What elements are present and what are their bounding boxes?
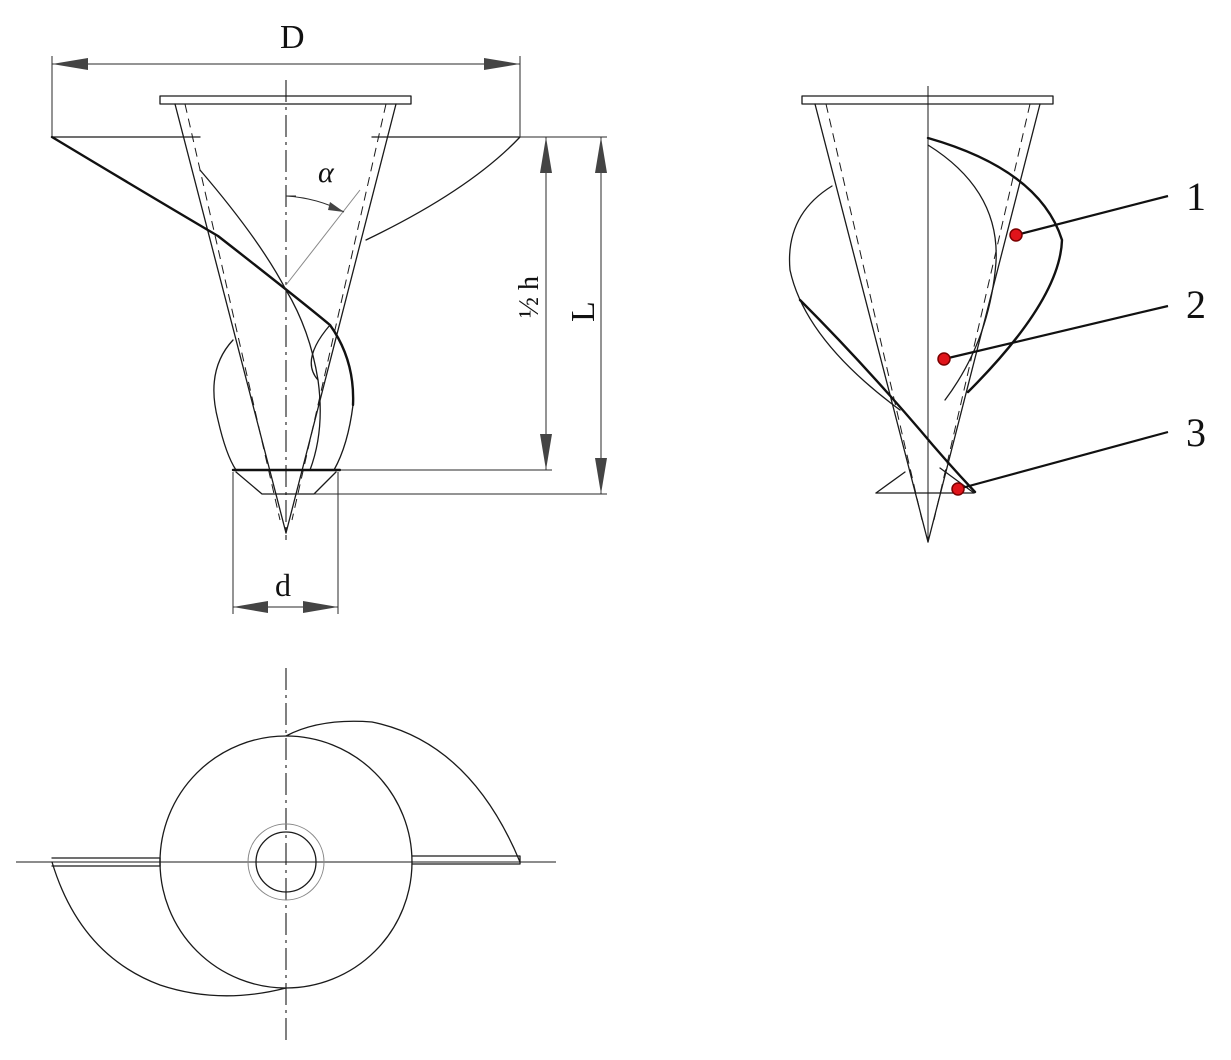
callout-1-label: 1 — [1186, 174, 1206, 219]
half-h-label: ½ h — [514, 276, 545, 318]
front-helix-cross — [309, 324, 331, 471]
d-arrow-right — [303, 601, 338, 613]
side-cone-hidden-left — [825, 103, 923, 521]
side-view: 1 2 3 — [788, 86, 1206, 543]
front-cone-hidden-right — [291, 103, 387, 521]
callout-3-leader — [957, 430, 1169, 491]
front-cone-right — [285, 103, 397, 534]
callout-2-marker[interactable] — [937, 352, 951, 366]
callout-3-label: 3 — [1186, 410, 1206, 455]
L-arrow-top — [595, 137, 607, 173]
callout-1-leader — [1015, 194, 1169, 237]
top-spiral-upper — [285, 720, 521, 863]
h-arrow-top — [540, 137, 552, 173]
top-spiral-lower — [51, 861, 287, 997]
L-label: L — [565, 301, 602, 322]
side-helix-right-inner — [927, 144, 997, 401]
top-hub-outer — [247, 823, 325, 901]
front-bottom-bevel — [235, 471, 337, 495]
top-hub-circle — [255, 831, 317, 893]
front-view: D d α L ½ h — [50, 19, 607, 614]
front-helix-bulge-left — [213, 339, 237, 471]
side-cone-left — [814, 103, 929, 543]
D-arrow-left — [52, 58, 88, 70]
L-arrow-bottom — [595, 458, 607, 494]
D-label: D — [280, 19, 305, 56]
top-blade-strip-left — [51, 857, 161, 867]
callout-2-leader — [943, 304, 1169, 361]
front-helix-inner — [199, 169, 319, 381]
d-label: d — [275, 567, 291, 603]
callout-1-marker[interactable] — [1009, 228, 1023, 242]
h-arrow-bottom — [540, 434, 552, 470]
front-cone-hidden-left — [184, 103, 281, 521]
side-helix-left-outer — [788, 185, 901, 411]
front-blade-right-sweep — [365, 136, 521, 241]
side-cone-hidden-right — [933, 103, 1031, 521]
d-arrow-left — [233, 601, 268, 613]
side-bottom-edge — [875, 467, 975, 494]
front-alpha-ref — [285, 189, 361, 286]
front-helix-bulge-right — [333, 404, 354, 471]
side-helix-right-outer — [926, 136, 1064, 394]
side-bottom-left — [875, 471, 906, 494]
callout-2-label: 2 — [1186, 282, 1206, 327]
alpha-label: α — [318, 156, 335, 189]
callout-3-marker[interactable] — [951, 482, 965, 496]
front-alpha-arrow — [328, 202, 344, 212]
side-helix-left-thick — [798, 298, 977, 494]
front-helix-main — [50, 135, 355, 407]
top-view — [16, 668, 556, 1040]
D-arrow-right — [484, 58, 520, 70]
top-blade-strip-right — [411, 855, 521, 865]
front-cone-left — [174, 103, 287, 534]
